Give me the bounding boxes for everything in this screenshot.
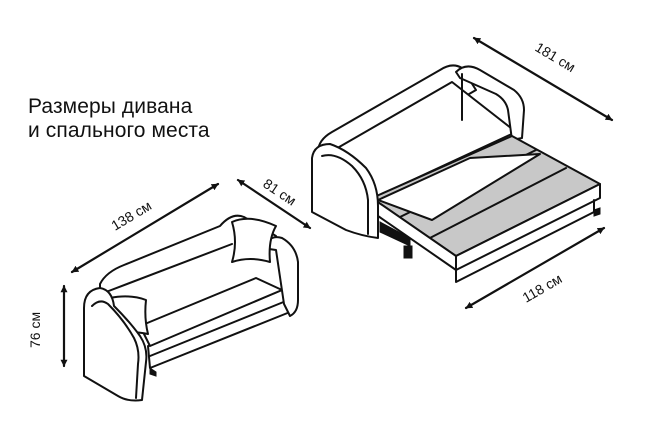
diagram-title: Размеры дивана и спального места — [28, 95, 278, 143]
unfolded-sofa-leg-2 — [403, 245, 413, 259]
unfolded-sofa-near-arm — [311, 143, 379, 239]
folded-sofa-right-arm — [261, 236, 299, 317]
folded-sofa-pillow-back — [231, 217, 277, 263]
folded-sofa-drawer-line — [149, 300, 287, 357]
folded-sofa — [83, 214, 299, 402]
unfolded-sofa-mattress-seam-2 — [425, 167, 567, 241]
unfolded-sofa-near-arm-edge — [321, 154, 369, 235]
folded-sofa-left-arm — [83, 287, 148, 402]
unfolded-sofa — [311, 64, 601, 283]
dim-arrow-folded-width — [70, 182, 220, 274]
dim-arrow-sleep-width — [464, 226, 606, 310]
dim-label-folded-width: 138 см — [108, 197, 154, 233]
title-line-2: и спального места — [28, 119, 210, 142]
dim-label-depth: 81 см — [260, 175, 299, 208]
dim-arrow-depth — [236, 178, 312, 230]
dim-label-sleep-length: 181 см — [532, 39, 578, 75]
unfolded-sofa-leg-3 — [593, 207, 601, 217]
title-line-1: Размеры дивана — [28, 95, 193, 118]
dim-label-sleep-width: 118 см — [520, 270, 565, 305]
folded-sofa-left-arm-edge — [91, 300, 140, 399]
unfolded-sofa-seat-section — [377, 153, 541, 221]
dim-arrow-sleep-length — [472, 36, 614, 122]
dim-label-folded-height: 76 см — [27, 312, 43, 348]
folded-sofa-foot — [149, 367, 157, 377]
